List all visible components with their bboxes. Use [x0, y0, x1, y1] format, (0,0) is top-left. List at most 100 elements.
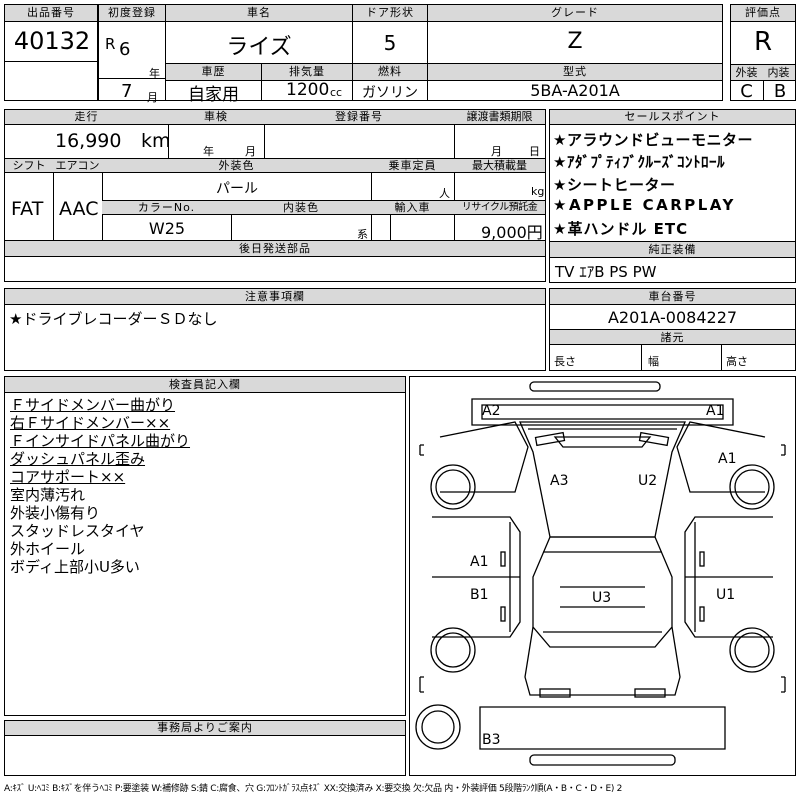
- mark-a3: A3: [550, 473, 568, 489]
- shift-value: FAT: [11, 198, 44, 220]
- inspector-label: 検査員記入欄: [5, 377, 405, 393]
- chassis-box: 車台番号 A201A-0084227 諸元 長さ 幅 高さ: [549, 288, 796, 371]
- era: R: [105, 35, 116, 53]
- registration-label: 初度登録: [99, 5, 165, 22]
- mark-a2: A2: [482, 403, 500, 419]
- inspector-note-line: スタッドレスタイヤ: [10, 522, 145, 540]
- recycle-value: 9,000円: [481, 223, 543, 242]
- recycle-label: リサイクル預託金: [454, 200, 545, 215]
- later-parts-label: 後日発送部品: [5, 241, 545, 257]
- registration-month: 7: [121, 81, 133, 102]
- max-load-label: 最大積載量: [454, 158, 545, 173]
- mileage-label: 走行: [5, 110, 169, 125]
- ac-value: AAC: [59, 198, 99, 220]
- mark-u3: U3: [592, 590, 611, 606]
- score-box: 評価点 R 外装 内装 C B: [730, 4, 796, 102]
- displacement-unit: cc: [330, 86, 343, 99]
- grade-label: グレード: [428, 5, 722, 22]
- door-box: ドア形状 5: [352, 4, 428, 64]
- sales-points-box: セールスポイント ★アラウンドビューモニター ★ｱﾀﾞﾌﾟﾃｨﾌﾞｸﾙｰｽﾞｺﾝ…: [549, 109, 796, 242]
- mark-b3: B3: [482, 732, 501, 748]
- sales-point-2: ★ｱﾀﾞﾌﾟﾃｨﾌﾞｸﾙｰｽﾞｺﾝﾄﾛｰﾙ: [553, 153, 725, 171]
- inspector-note-line: Ｆインサイドパネル曲がり: [10, 432, 191, 450]
- model-box: 型式 5BA-A201A: [427, 63, 723, 101]
- equipment-label: 純正装備: [550, 242, 795, 258]
- shift-label: シフト: [5, 158, 54, 173]
- inspector-note-line: 外装小傷有り: [10, 504, 101, 522]
- reg-no-label: 登録番号: [264, 110, 455, 125]
- inspection-month-unit: 月: [245, 145, 256, 158]
- mark-a1-left: A1: [470, 554, 488, 570]
- later-parts-box: 後日発送部品: [4, 240, 546, 282]
- exterior-color-label: 外装色: [102, 158, 372, 173]
- caution-text: ★ドライブレコーダーＳＤなし: [9, 310, 218, 328]
- legend: A:ｷｽﾞ U:ﾍｺﾐ B:ｷｽﾞを伴うﾍｺﾐ P:要塗装 W:補修跡 S:錆 …: [4, 784, 623, 794]
- interior-color-label: 内装色: [231, 200, 372, 215]
- max-load-unit: kg: [531, 185, 545, 198]
- mark-a1-right: A1: [718, 451, 736, 467]
- displacement-label: 排気量: [262, 64, 352, 81]
- vehicle-info-box: 走行 車検 登録番号 譲渡書類期限 16,990 km 年 月 月 日 シフト …: [4, 109, 546, 242]
- inspector-note-line: コアサポート××: [10, 468, 126, 486]
- exterior-grade-label: 外装: [731, 64, 763, 81]
- inspector-note-line: 室内薄汚れ: [10, 486, 86, 504]
- door-value: 5: [383, 31, 397, 55]
- lot-box: 出品番号 40132: [4, 4, 98, 101]
- length-label: 長さ: [554, 355, 576, 368]
- sales-point-3: ★シートヒーター: [553, 176, 676, 194]
- mark-u1: U1: [716, 587, 735, 603]
- history-value: 自家用: [188, 85, 239, 105]
- displacement-value: 1200: [286, 80, 330, 100]
- history-label: 車歴: [166, 64, 261, 81]
- office-box: 事務局よりご案内: [4, 720, 406, 776]
- inspector-notes: Ｆサイドメンバー曲がり右Ｆサイドメンバー××Ｆインサイドパネル曲がりダッシュパネ…: [10, 396, 190, 576]
- name-box: 車名 ライズ: [165, 4, 353, 64]
- mark-u2: U2: [638, 473, 657, 489]
- car-outline-diagram: A2 A1 A1 A3 U2 A1 B1 U3 U1 B3: [415, 381, 786, 766]
- grade-value: Z: [567, 29, 583, 54]
- office-label: 事務局よりご案内: [5, 721, 405, 736]
- fuel-value: ガソリン: [362, 85, 418, 101]
- inspector-note-line: 右Ｆサイドメンバー××: [10, 414, 171, 432]
- equipment-box: 純正装備 TV ｴｱB PS PW: [549, 241, 796, 283]
- capacity-unit: 人: [439, 187, 450, 200]
- width-label: 幅: [648, 355, 659, 368]
- dimensions-label: 諸元: [550, 329, 795, 345]
- lot-label: 出品番号: [5, 5, 97, 22]
- month-unit: 月: [147, 91, 158, 104]
- mark-a1-front: A1: [706, 403, 724, 419]
- interior-grade: B: [763, 81, 796, 102]
- ac-label: エアコン: [53, 158, 103, 173]
- displacement-box: 排気量 1200 cc: [261, 63, 353, 101]
- score-label: 評価点: [731, 5, 795, 22]
- inspection-label: 車検: [168, 110, 265, 125]
- transfer-day-unit: 日: [529, 145, 540, 158]
- caution-label: 注意事項欄: [5, 289, 545, 305]
- sales-point-1: ★アラウンドビューモニター: [553, 131, 753, 149]
- import-label: 輸入車: [371, 200, 455, 215]
- fuel-box: 燃料 ガソリン: [352, 63, 428, 101]
- score-value: R: [753, 27, 773, 57]
- model-code: 5BA-A201A: [530, 81, 620, 100]
- grade-box: グレード Z: [427, 4, 723, 64]
- chassis-value: A201A-0084227: [607, 308, 738, 327]
- height-label: 高さ: [726, 355, 748, 368]
- exterior-grade: C: [740, 81, 753, 102]
- chassis-label: 車台番号: [550, 289, 795, 305]
- registration-year: 6: [119, 39, 131, 60]
- inspector-note-line: ボディ上部小U多い: [10, 558, 140, 576]
- year-unit: 年: [149, 67, 160, 80]
- mileage-unit: km: [141, 130, 171, 152]
- capacity-label: 乗車定員: [371, 158, 455, 173]
- registration-box: 初度登録 R 6 年 7 月: [98, 4, 166, 104]
- color-no-value: W25: [148, 219, 186, 238]
- lot-number: 40132: [13, 27, 91, 55]
- interior-grade-label: 内装: [762, 64, 795, 81]
- inspector-box: 検査員記入欄 Ｆサイドメンバー曲がり右Ｆサイドメンバー××Ｆインサイドパネル曲が…: [4, 376, 406, 716]
- mark-b1: B1: [470, 587, 489, 603]
- name-label: 車名: [166, 5, 352, 22]
- caution-box: 注意事項欄 ★ドライブレコーダーＳＤなし: [4, 288, 546, 371]
- transfer-month-unit: 月: [491, 145, 502, 158]
- equipment-value: TV ｴｱB PS PW: [555, 263, 657, 281]
- transfer-label: 譲渡書類期限: [454, 110, 545, 125]
